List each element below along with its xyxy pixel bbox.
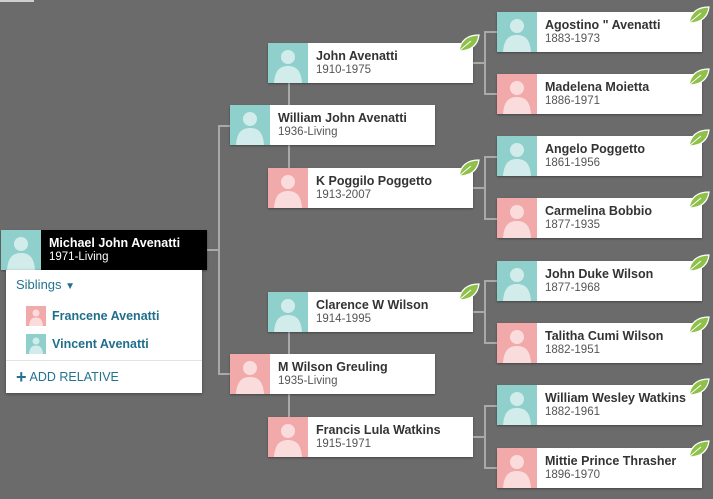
person-years: 1935-Living — [278, 375, 338, 387]
person-name: John Avenatti — [316, 49, 398, 63]
hint-leaf-icon[interactable] — [687, 5, 711, 25]
female-avatar-icon — [26, 306, 46, 326]
female-avatar-icon — [497, 323, 537, 363]
male-avatar-icon — [497, 385, 537, 425]
person-years: 1877-1935 — [545, 219, 600, 231]
person-years: 1913-2007 — [316, 189, 371, 201]
male-avatar-icon — [497, 12, 537, 52]
person-name: K Poggilo Poggetto — [316, 174, 432, 188]
female-avatar-icon — [497, 448, 537, 488]
siblings-panel: Siblings ▼ Francene Avenatti Vincent Ave… — [6, 270, 202, 393]
hint-leaf-icon[interactable] — [687, 67, 711, 87]
person-name: Clarence W Wilson — [316, 298, 429, 312]
person-name: John Duke Wilson — [545, 267, 654, 281]
person-years: 1915-1971 — [316, 438, 371, 450]
hint-leaf-icon[interactable] — [457, 33, 481, 53]
female-avatar-icon — [497, 198, 537, 238]
male-avatar-icon — [230, 105, 270, 145]
sibling-item[interactable]: Francene Avenatti — [26, 306, 159, 326]
hint-leaf-icon[interactable] — [457, 158, 481, 178]
person-name: Angelo Poggetto — [545, 142, 645, 156]
male-avatar-icon — [497, 261, 537, 301]
hint-leaf-icon[interactable] — [687, 377, 711, 397]
person-name: Michael John Avenatti — [49, 236, 181, 250]
person-years: 1936-Living — [278, 126, 338, 138]
person-name: Agostino " Avenatti — [545, 18, 661, 32]
person-years: 1896-1970 — [545, 469, 600, 481]
person-years: 1971-Living — [49, 251, 109, 263]
panel-divider — [6, 360, 202, 361]
person-name: Madelena Moietta — [545, 80, 650, 94]
female-avatar-icon — [497, 74, 537, 114]
male-avatar-icon — [1, 230, 41, 270]
person-name: M Wilson Greuling — [278, 360, 388, 374]
person-years: 1910-1975 — [316, 64, 371, 76]
female-avatar-icon — [268, 168, 308, 208]
sibling-name: Francene Avenatti — [52, 309, 160, 323]
hint-leaf-icon[interactable] — [687, 439, 711, 459]
person-years: 1883-1973 — [545, 33, 600, 45]
sibling-item[interactable]: Vincent Avenatti — [26, 334, 149, 354]
male-avatar-icon — [26, 334, 46, 354]
person-name: William John Avenatti — [278, 111, 407, 125]
person-name: Mittie Prince Thrasher — [545, 454, 677, 468]
siblings-label: Siblings — [16, 277, 62, 292]
person-name: Carmelina Bobbio — [545, 204, 652, 218]
male-avatar-icon — [268, 292, 308, 332]
top-strip — [0, 0, 34, 2]
add-relative-label: ADD RELATIVE — [29, 370, 119, 384]
hint-leaf-icon[interactable] — [687, 253, 711, 273]
sibling-name: Vincent Avenatti — [52, 337, 149, 351]
siblings-toggle[interactable]: Siblings ▼ — [16, 277, 75, 292]
male-avatar-icon — [268, 43, 308, 83]
person-years: 1886-1971 — [545, 95, 600, 107]
chevron-down-icon: ▼ — [65, 281, 76, 292]
person-years: 1882-1951 — [545, 344, 600, 356]
person-years: 1861-1956 — [545, 157, 600, 169]
person-name: Francis Lula Watkins — [316, 423, 441, 437]
add-relative-button[interactable]: +ADD RELATIVE — [16, 367, 119, 387]
hint-leaf-icon[interactable] — [687, 315, 711, 335]
hint-leaf-icon[interactable] — [687, 128, 711, 148]
female-avatar-icon — [268, 417, 308, 457]
hint-leaf-icon[interactable] — [687, 190, 711, 210]
person-years: 1877-1968 — [545, 282, 600, 294]
person-name: Talitha Cumi Wilson — [545, 329, 664, 343]
female-avatar-icon — [230, 354, 270, 394]
person-years: 1914-1995 — [316, 313, 371, 325]
male-avatar-icon — [497, 136, 537, 176]
person-years: 1882-1961 — [545, 406, 600, 418]
plus-icon: + — [16, 367, 27, 387]
hint-leaf-icon[interactable] — [457, 282, 481, 302]
person-name: William Wesley Watkins — [545, 391, 686, 405]
